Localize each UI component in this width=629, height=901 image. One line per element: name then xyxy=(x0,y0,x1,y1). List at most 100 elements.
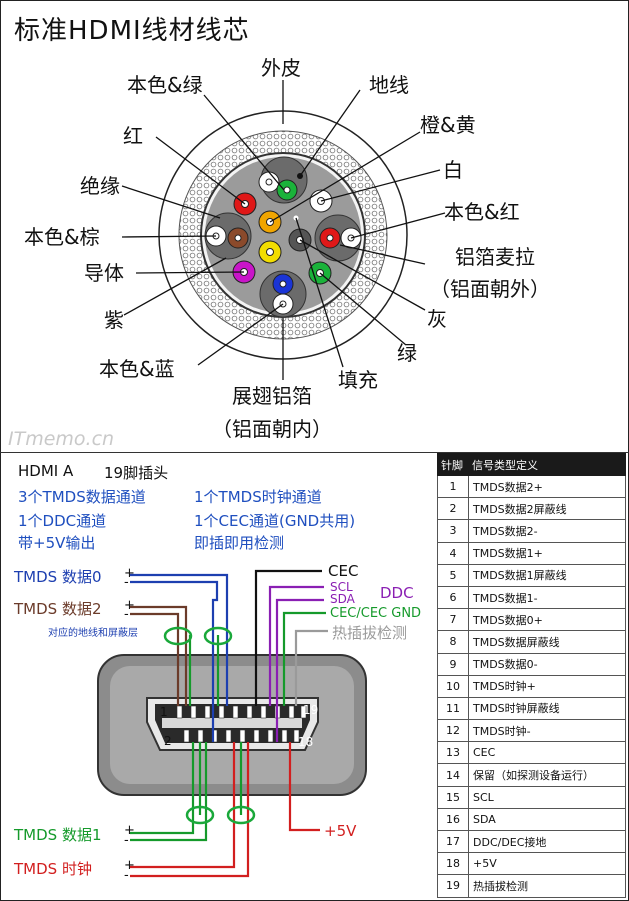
pin-number: 6 xyxy=(437,585,469,610)
pin-number: 13 xyxy=(437,741,469,765)
label-foil-mylar: 铝箔麦拉 xyxy=(455,245,535,269)
shield-rings xyxy=(163,626,256,825)
plus-sign: + xyxy=(124,858,135,873)
spec-line: 3个TMDS数据通道 xyxy=(18,488,146,506)
pin-number: 18 xyxy=(437,852,469,876)
label-foil-out: （铝面朝外） xyxy=(430,277,550,301)
table-header-row: 针脚 信号类型定义 xyxy=(437,453,626,476)
label-cec: CEC xyxy=(328,562,358,580)
label-gray: 灰 xyxy=(427,307,447,331)
plus-sign: + xyxy=(124,823,135,838)
pin-18-label: 18 xyxy=(298,735,313,749)
label-ground: 地线 xyxy=(369,73,409,97)
pin-number: 19 xyxy=(437,874,469,898)
plus-sign: + xyxy=(124,566,135,581)
label-red: 红 xyxy=(123,124,143,148)
header-definition: 信号类型定义 xyxy=(468,453,626,476)
label-tmds1: TMDS 数据1 xyxy=(13,826,102,844)
section-divider xyxy=(0,452,629,453)
label-green: 绿 xyxy=(397,341,417,365)
label-tmds2: TMDS 数据2 xyxy=(13,600,102,618)
pin-number: 12 xyxy=(437,719,469,743)
pin-definition: TMDS时钟- xyxy=(468,719,626,743)
pin-definition: +5V xyxy=(468,852,626,876)
wires xyxy=(130,569,328,878)
label-scl: SCL xyxy=(330,580,353,594)
pin-definition: DDC/DEC接地 xyxy=(468,829,626,854)
connector-diagram: 1 2 19 18 xyxy=(13,562,421,883)
pin-definition: SDA xyxy=(468,807,626,832)
pin-number: 8 xyxy=(437,630,469,654)
spec-line: 即插即用检测 xyxy=(194,534,285,552)
pin-number: 4 xyxy=(437,541,469,565)
pin-1-label: 1 xyxy=(160,705,168,719)
minus-sign: - xyxy=(124,607,129,622)
label-outer-jacket: 外皮 xyxy=(261,56,301,80)
label-natural-blue: 本色&蓝 xyxy=(99,357,175,381)
label-foil-in: （铝面朝内） xyxy=(212,417,332,440)
label-natural-brown: 本色&棕 xyxy=(24,225,100,249)
pin-definition: TMDS数据0+ xyxy=(468,608,626,632)
pin-number: 17 xyxy=(437,829,469,854)
label-natural-green: 本色&绿 xyxy=(127,73,203,97)
minus-sign: - xyxy=(124,575,129,590)
spec-pin-count: 19脚插头 xyxy=(104,464,169,482)
label-5v: +5V xyxy=(324,822,357,840)
spec-line: 带+5V输出 xyxy=(18,534,96,552)
label-white: 白 xyxy=(443,158,463,182)
spec-line: 1个TMDS时钟通道 xyxy=(194,488,322,506)
plus-sign: + xyxy=(124,598,135,613)
pair-right xyxy=(314,214,362,262)
label-purple: 紫 xyxy=(104,308,124,332)
pin-definition: 热插拔检测 xyxy=(468,874,626,898)
pin-number: 2 xyxy=(437,497,469,521)
pin-2-label: 2 xyxy=(164,734,172,748)
pin-19-label: 19 xyxy=(303,703,318,717)
pin-number: 1 xyxy=(437,474,469,499)
pin-definition: TMDS时钟+ xyxy=(468,674,626,698)
pins-bottom xyxy=(183,729,300,743)
label-filler: 填充 xyxy=(338,368,378,392)
label-spread-foil: 展翅铝箔 xyxy=(232,384,312,408)
pin-definition: TMDS数据1+ xyxy=(468,541,626,565)
table-row: 18+5V xyxy=(437,852,626,876)
leader-lines xyxy=(121,80,446,380)
label-sda: SDA xyxy=(330,592,356,606)
pin-definition: CEC xyxy=(468,741,626,765)
label-ddc: DDC xyxy=(380,584,414,602)
cable-cross-section: 外皮 本色&绿 地线 红 橙&黄 白 绝缘 本色&红 本色&棕 铝箔麦拉 导体 … xyxy=(24,56,550,440)
minus-sign: - xyxy=(124,868,129,883)
pair-top xyxy=(258,156,308,204)
label-tmds-clock: TMDS 时钟 xyxy=(13,860,92,878)
pin-definition: TMDS数据屏蔽线 xyxy=(468,630,626,654)
label-insulation: 绝缘 xyxy=(80,174,120,198)
pin-definition: TMDS数据1屏蔽线 xyxy=(468,563,626,587)
pair-bottom xyxy=(259,270,307,318)
pin-definition: TMDS数据2- xyxy=(468,519,626,543)
spec-connector-type: HDMI A xyxy=(18,462,74,480)
pin-number: 15 xyxy=(437,785,469,809)
label-orange-yellow: 橙&黄 xyxy=(420,113,476,137)
pin-definition: TMDS时钟屏蔽线 xyxy=(468,696,626,721)
pin-definition: TMDS数据1- xyxy=(468,585,626,610)
label-conductor: 导体 xyxy=(84,261,124,285)
pin-number: 16 xyxy=(437,807,469,832)
pin-number: 10 xyxy=(437,674,469,698)
pin-definition: TMDS数据0- xyxy=(468,652,626,676)
pin-definition: 保留（如探测设备运行） xyxy=(468,763,626,787)
label-hot-plug: 热插拔检测 xyxy=(332,624,407,642)
